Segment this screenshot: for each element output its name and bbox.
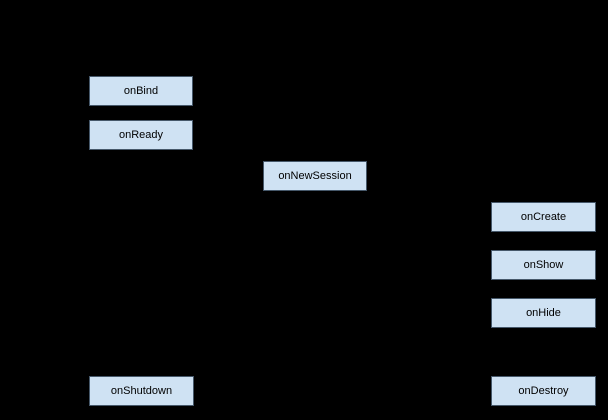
lifecycle-node-label-onShutdown: onShutdown (110, 384, 173, 397)
lifecycle-node-onDestroy: onDestroy (491, 376, 596, 406)
lifecycle-node-label-onNewSession: onNewSession (278, 169, 352, 182)
lifecycle-node-label-onDestroy: onDestroy (518, 384, 569, 397)
lifecycle-node-onBind: onBind (89, 76, 193, 106)
lifecycle-node-onReady: onReady (89, 120, 193, 150)
lifecycle-node-onShow: onShow (491, 250, 596, 280)
lifecycle-node-onShutdown: onShutdown (89, 376, 194, 406)
lifecycle-node-label-onBind: onBind (123, 84, 159, 97)
lifecycle-node-onCreate: onCreate (491, 202, 596, 232)
lifecycle-node-onHide: onHide (491, 298, 596, 328)
lifecycle-node-label-onReady: onReady (118, 128, 164, 141)
lifecycle-node-label-onCreate: onCreate (520, 210, 567, 223)
lifecycle-node-label-onShow: onShow (523, 258, 564, 271)
lifecycle-node-onNewSession: onNewSession (263, 161, 367, 191)
lifecycle-node-label-onHide: onHide (526, 306, 561, 319)
